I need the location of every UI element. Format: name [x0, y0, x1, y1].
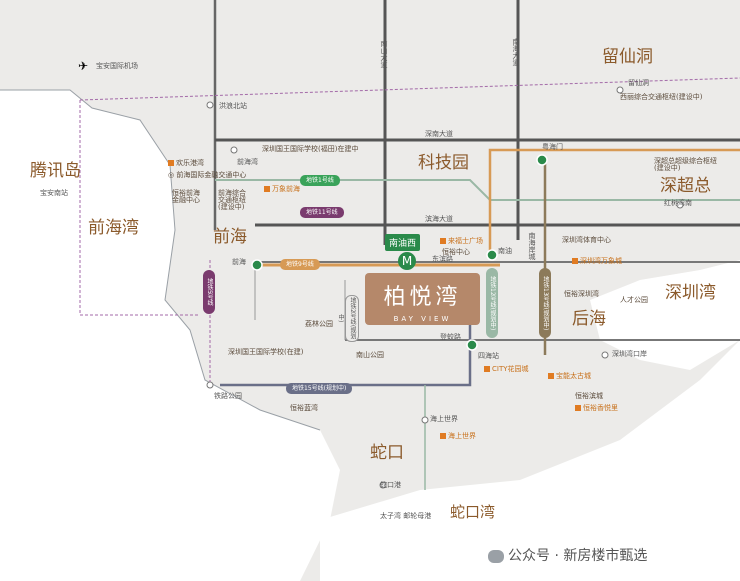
poi-xiwei-hub: 西丽综合交通枢纽(建设中): [620, 93, 703, 101]
wechat-icon: [488, 549, 504, 563]
badge-line9: 地铁9号线: [280, 259, 320, 270]
badge-line11: 地铁11号线: [300, 207, 344, 218]
poi-nanhai-city: 南海岸城: [528, 232, 536, 260]
project-subtitle: BAY VIEW: [393, 315, 452, 323]
badge-line1: 地铁1号线: [300, 175, 340, 186]
poi-hengyu-shenzhenwan: 恒裕深圳湾: [564, 290, 599, 298]
station-shekou-port: 蛇口港: [380, 481, 401, 489]
poi-baoneng: 宝能太古城: [548, 373, 591, 380]
watermark: 公众号 · 新房楼市甄选: [488, 545, 647, 565]
road-label-dengjiao: 登蛟路: [440, 333, 461, 341]
poi-hengyu-xiang: 恒裕香悦里: [575, 405, 618, 412]
district-shenchaozong: 深超总: [660, 176, 711, 196]
badge-line2: 地铁2号线(规划中): [337, 295, 359, 342]
badge-line13: 地铁13号线(规划中): [539, 268, 551, 338]
station-hongbei: 洪浪北站: [219, 102, 247, 110]
poi-qianhai-hub: 前海综合 交通枢纽 (建设中): [218, 189, 246, 211]
station-nanyouxi-tag: 南油西: [385, 234, 421, 251]
metro-icon: M: [398, 252, 416, 270]
station-qianhaiwan: 前海湾: [237, 158, 258, 166]
poi-wanxiang-city: 深圳湾万象城: [572, 258, 622, 265]
station-nanshan: 南油: [498, 247, 512, 255]
road-label-nanhai: 南海大道: [512, 38, 520, 66]
station-shanghai-world: 海上世界: [430, 415, 458, 423]
station-hongshu: 红树湾南: [664, 199, 692, 207]
poi-sports-center: 深圳湾体育中心: [562, 236, 611, 244]
station-tieluo: 铁路公园: [214, 392, 242, 400]
road-label-dongbin: 东滨路: [432, 255, 453, 263]
district-shenzhenwan: 深圳湾: [665, 283, 716, 303]
poi-hengyu-bin: 恒裕滨城: [575, 392, 603, 400]
poi-shanghai-world: 海上世界: [440, 433, 476, 440]
poi-laifushi: 来福士广场: [440, 238, 483, 245]
station-yuehai: 粤海门: [542, 143, 563, 151]
station-shenzhenwankou: 深圳湾口岸: [612, 350, 647, 358]
road-label-nanshan: 南山大道: [380, 40, 388, 68]
badge-line5: 地铁5号线: [203, 270, 215, 314]
station-taizi: 太子湾 邮轮母港: [380, 512, 432, 520]
poi-school1: 深圳国王国际学校(福田)在建中: [262, 145, 359, 153]
station-baoan: 宝安南站: [40, 189, 68, 197]
poi-city-garden: CITY花园城: [484, 366, 529, 373]
road-label-shennan: 深南大道: [425, 130, 453, 138]
poi-zhongshan-park: 荔林公园: [305, 320, 333, 328]
poi-qianhai-finance: ◎ 前海国际金融交通中心: [168, 171, 247, 179]
poi-hengyu-qianhai: 恒裕前海 金融中心: [172, 189, 200, 204]
district-shekouwan: 蛇口湾: [450, 503, 496, 521]
poi-school2: 深圳国王国际学校(在建): [228, 348, 304, 356]
district-qianhai: 前海: [213, 227, 247, 247]
poi-nanshan-park: 南山公园: [356, 351, 384, 359]
project-title: 柏悦湾: [383, 285, 462, 310]
station-sihai: 四海站: [478, 352, 499, 360]
poi-wanxiang: 万象前海: [264, 186, 300, 193]
airplane-icon: ✈: [78, 59, 89, 73]
sea-west: [0, 90, 340, 581]
airport-label: 宝安国际机场: [96, 62, 138, 70]
badge-line12: 地铁12号线(规划中): [486, 268, 498, 338]
station-qianhai: 前海: [232, 258, 246, 266]
line5-path: [488, 148, 740, 255]
district-houhai: 后海: [572, 309, 606, 329]
sea-south: [320, 340, 740, 581]
poi-hengyu-bay: 恒裕蓝湾: [290, 404, 318, 412]
line1-path: [215, 179, 740, 201]
poi-shenchao-hub: 深超总超级综合枢纽 (建设中): [654, 157, 717, 172]
project-card[interactable]: 柏悦湾 BAY VIEW: [365, 273, 480, 325]
station-liuxian: 留仙洞: [628, 79, 649, 87]
road-label-binhai: 滨海大道: [425, 215, 453, 223]
poi-talent-park: 人才公园: [620, 296, 648, 304]
badge-line15: 地铁15号线(规划中): [286, 383, 353, 394]
poi-huanle: 欢乐港湾: [168, 160, 204, 167]
district-liuxiandong: 留仙洞: [602, 47, 653, 67]
sea-shenzhenwan: [590, 260, 740, 370]
district-qianhaiwan: 前海湾: [88, 218, 139, 238]
district-shekou: 蛇口: [370, 443, 404, 463]
district-kejiyuan: 科技园: [418, 153, 469, 173]
poi-hengyu-center: 恒裕中心: [442, 248, 470, 256]
district-tengxundao: 腾讯岛: [30, 161, 81, 181]
